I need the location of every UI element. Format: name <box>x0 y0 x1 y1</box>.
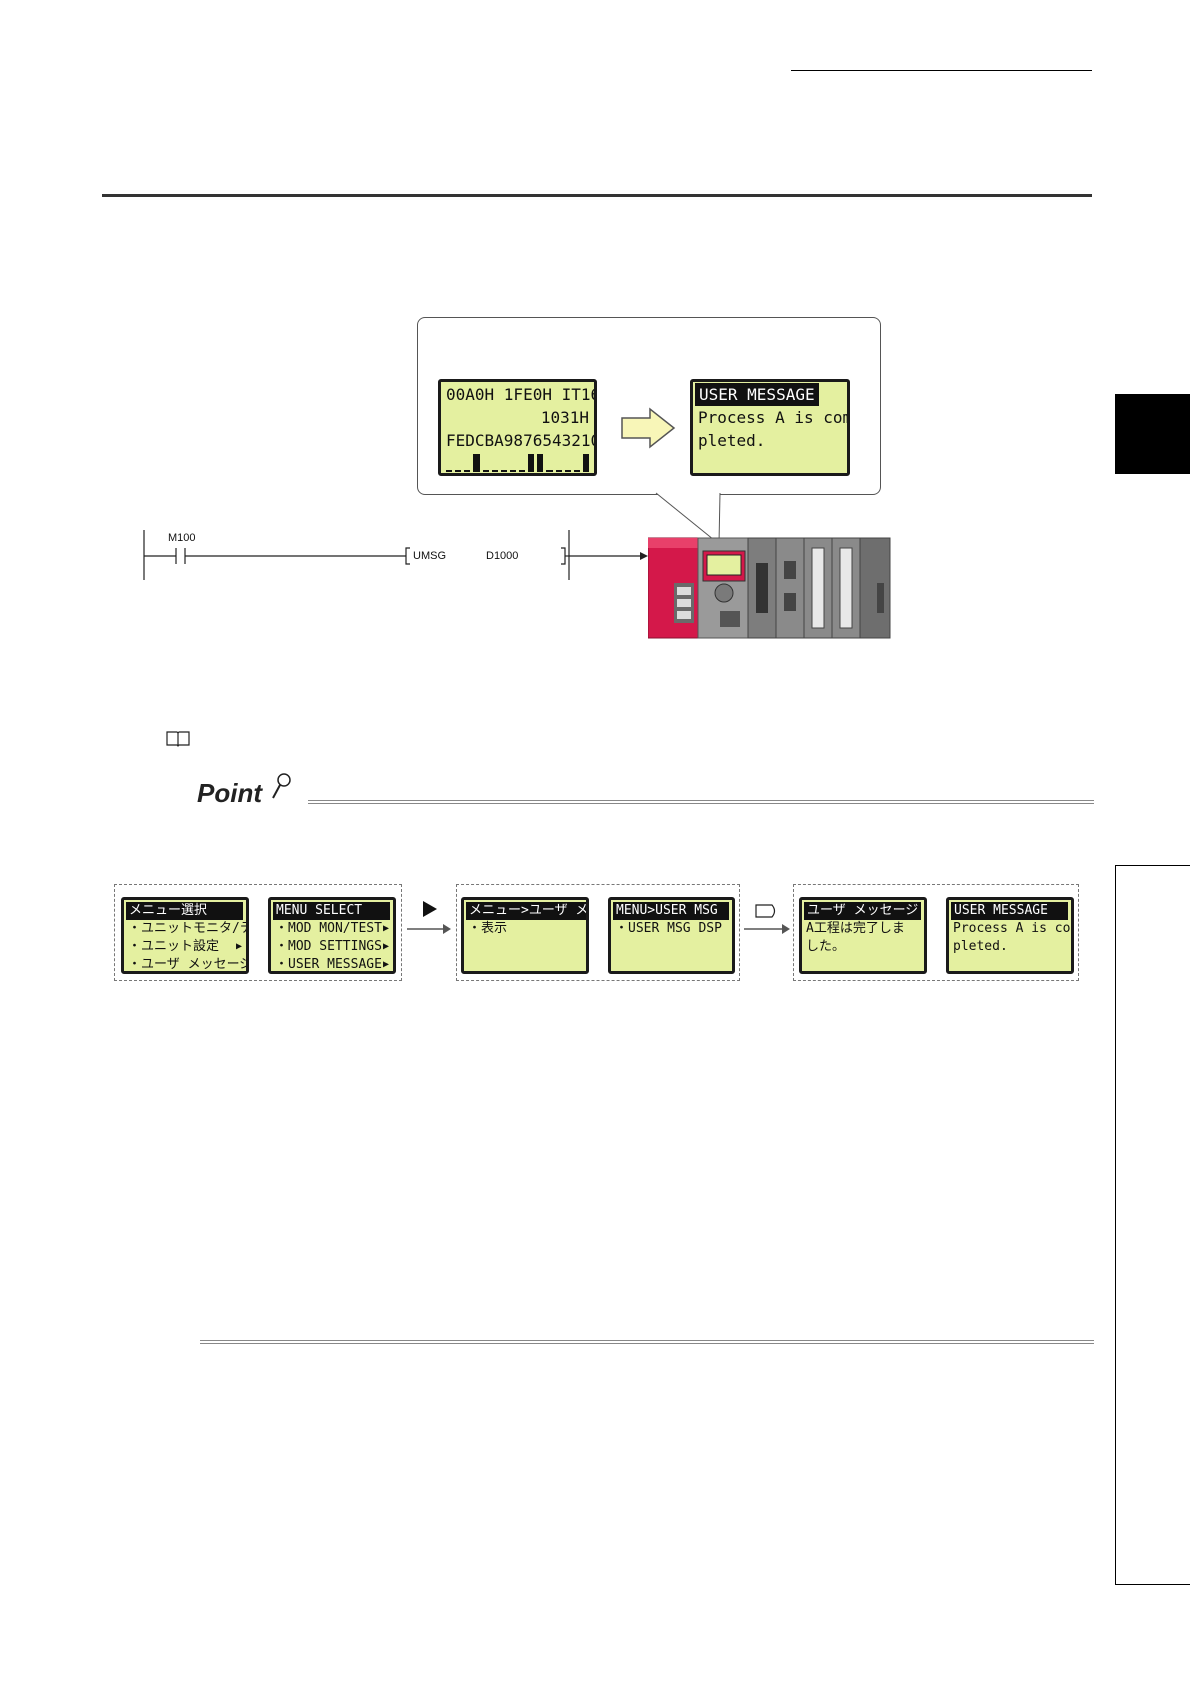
lcd-row-1: 00A0H 1FE0H IT16 <box>446 385 597 404</box>
bit-off <box>482 470 489 472</box>
point-end-rule <box>200 1340 1094 1344</box>
lcd-submenu-jp: メニュー>ユーザ メッセージ ・表示 <box>461 897 589 974</box>
bit-on <box>473 454 480 472</box>
ladder-operand: D1000 <box>486 550 519 562</box>
chapter-tab <box>1115 394 1190 474</box>
ladder-instruction: UMSG <box>413 550 446 562</box>
bit-off <box>564 470 571 472</box>
lcd-message-line-1: Process A is com <box>698 408 850 427</box>
magnifier-icon <box>272 773 291 799</box>
bit-off <box>519 470 526 472</box>
right-triangle-icon: ▶ <box>382 923 389 934</box>
header-rule <box>791 70 1092 71</box>
section-rule <box>102 194 1092 197</box>
lcd-row-3: FEDCBA9876543210 <box>446 431 597 450</box>
right-triangle-icon: ▶ <box>235 941 242 952</box>
group-menu-select <box>114 884 402 981</box>
point-label: Point <box>197 778 262 808</box>
lcd-menu-jp: メニュー選択 ・ユニットモニタ/テスト▶ ・ユニット設定▶ ・ユーザ メッセージ… <box>121 897 249 974</box>
bit-on <box>582 454 589 472</box>
arrow-with-right-key <box>407 901 451 934</box>
menu-jp-item: ・ユニット設定 <box>128 939 220 954</box>
menu-en-title: MENU SELECT <box>273 902 390 920</box>
submenu-en-title: MENU>USER MSG <box>613 902 729 920</box>
bit-off <box>455 470 462 472</box>
lcd-message-en: USER MESSAGE Process A is com pleted. <box>946 897 1074 974</box>
bit-off <box>491 470 498 472</box>
plc-system-image <box>648 537 891 639</box>
menu-jp-item: ・ユーザ メッセージ <box>128 957 249 972</box>
bit-off <box>573 470 580 472</box>
book-icon <box>166 731 190 747</box>
right-triangle-icon: ▶ <box>382 959 389 970</box>
ok-key-icon <box>755 904 776 918</box>
group-user-message-display <box>793 884 1079 981</box>
right-key-icon <box>423 901 437 917</box>
submenu-jp-item: ・表示 <box>468 921 508 936</box>
msg-en-line-2: pleted. <box>953 939 1008 954</box>
side-index-frame <box>1115 865 1190 1585</box>
menu-en-item: ・MOD SETTINGS <box>275 939 382 954</box>
lcd-row-2: 1031H <box>540 408 589 427</box>
bit-on <box>528 454 535 472</box>
lcd-message-title: USER MESSAGE <box>695 383 819 406</box>
msg-jp-line-2: した。 <box>806 939 846 954</box>
ladder-diagram <box>143 530 648 580</box>
group-user-message-menu <box>456 884 740 981</box>
bit-pattern <box>446 452 589 472</box>
lcd-message-screen: USER MESSAGE Process A is com pleted. <box>690 379 850 476</box>
bit-on <box>537 454 544 472</box>
lcd-message-line-2: pleted. <box>698 431 766 450</box>
ladder-contact-label: M100 <box>168 532 196 544</box>
point-rule <box>308 800 1094 804</box>
lcd-submenu-en: MENU>USER MSG ・USER MSG DSP <box>608 897 735 974</box>
msg-jp-title: ユーザ メッセージ <box>804 902 922 920</box>
right-triangle-icon: ▶ <box>382 941 389 952</box>
bit-off <box>500 470 507 472</box>
bit-off <box>555 470 562 472</box>
lcd-message-jp: ユーザ メッセージ A工程は完了しま した。 <box>799 897 927 974</box>
menu-en-item: ・USER MESSAGE <box>275 957 382 972</box>
menu-en-item: ・MOD MON/TEST <box>275 921 382 936</box>
bit-off <box>509 470 516 472</box>
submenu-en-item: ・USER MSG DSP <box>615 921 722 936</box>
menu-jp-item: ・ユニットモニタ/テスト <box>128 921 246 936</box>
lcd-menu-en: MENU SELECT ・MOD MON/TEST▶ ・MOD SETTINGS… <box>268 897 396 974</box>
msg-en-line-1: Process A is com <box>953 921 1074 936</box>
bit-off <box>446 470 453 472</box>
msg-jp-line-1: A工程は完了しま <box>806 921 905 936</box>
msg-en-title: USER MESSAGE <box>951 902 1068 920</box>
lcd-monitor-screen: 00A0H 1FE0H IT16 1031H FEDCBA9876543210 <box>438 379 597 476</box>
callout-pointer <box>655 492 721 545</box>
right-arrow-icon <box>621 407 676 449</box>
bit-off <box>464 470 471 472</box>
submenu-jp-title: メニュー>ユーザ メッセージ <box>466 902 586 920</box>
arrow-with-ok-key <box>744 904 790 934</box>
bit-off <box>546 470 553 472</box>
menu-jp-title: メニュー選択 <box>126 902 243 920</box>
